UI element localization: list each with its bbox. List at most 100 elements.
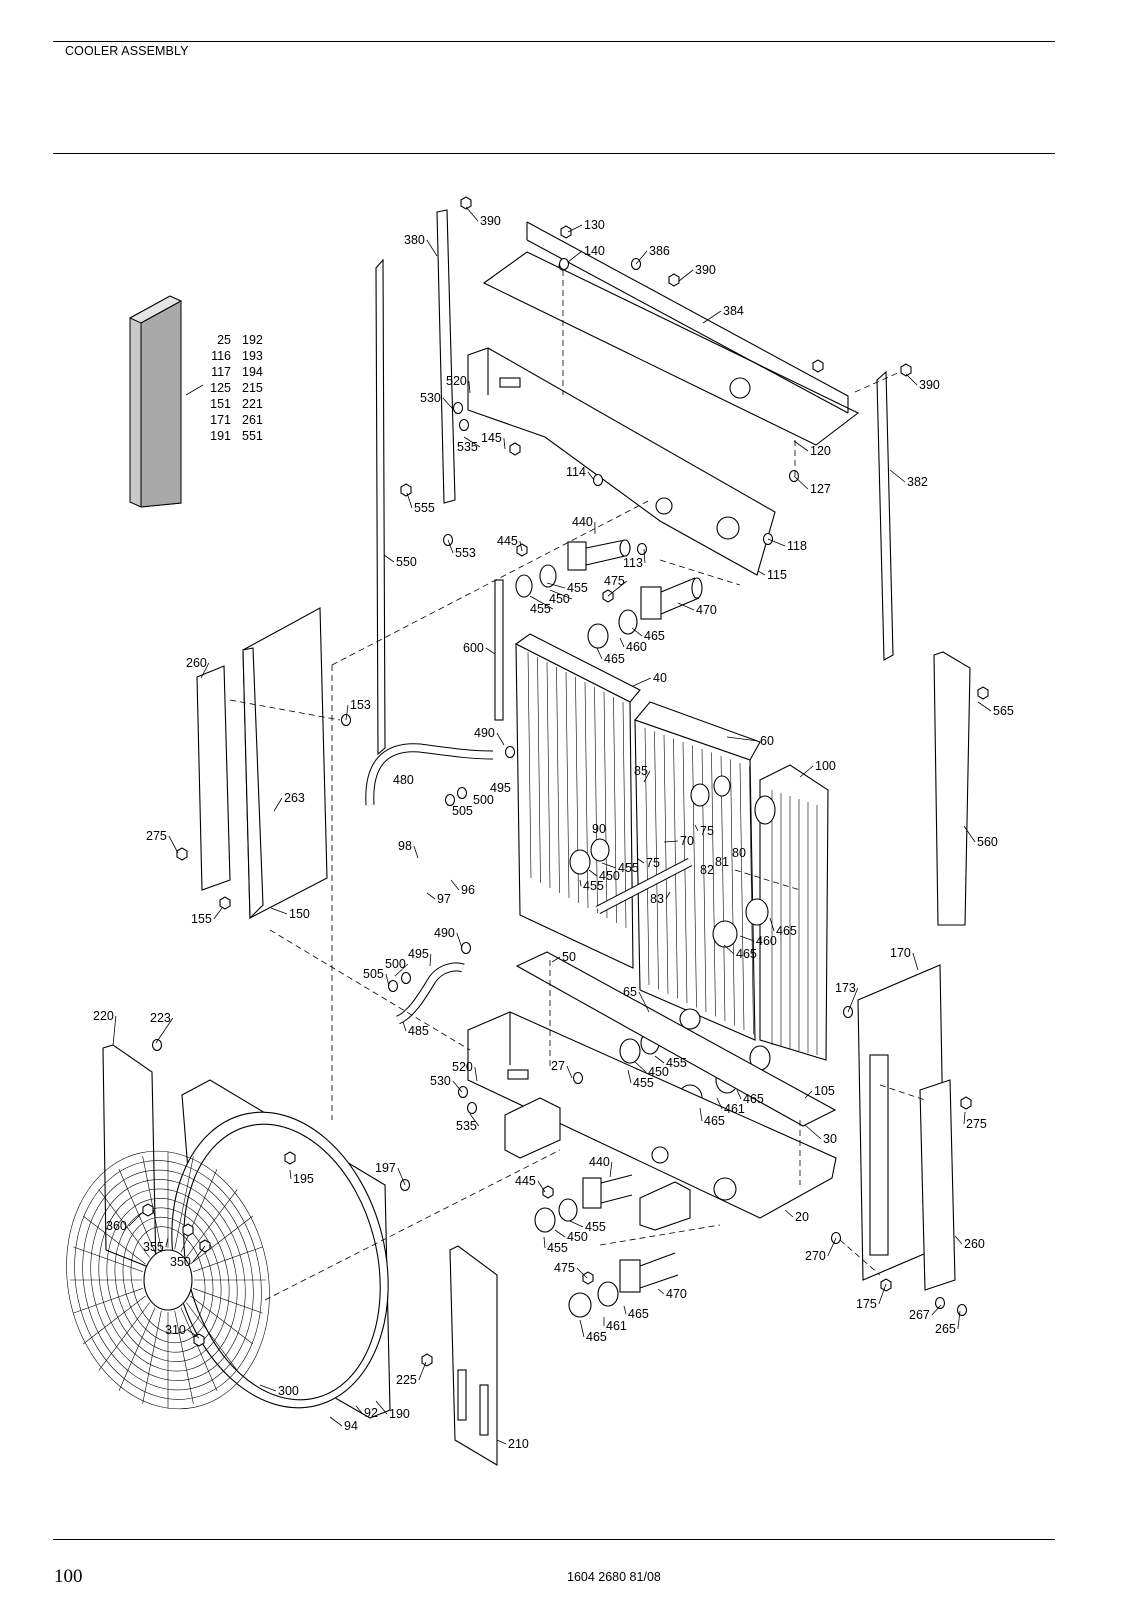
bolt-icon xyxy=(284,1151,296,1165)
fin-line xyxy=(682,741,688,1004)
leader-line xyxy=(609,1161,613,1178)
callout-label: 85 xyxy=(634,764,648,778)
filter-kit-number: 215 xyxy=(242,381,263,395)
leader-line xyxy=(963,825,976,843)
callout-label: 210 xyxy=(508,1437,529,1451)
callout-label: 118 xyxy=(787,539,807,553)
callout-label: 65 xyxy=(623,985,637,999)
fin-line xyxy=(537,656,541,884)
fin-line xyxy=(546,661,551,889)
strip-part-600 xyxy=(494,579,504,721)
callout-label: 384 xyxy=(723,304,744,318)
tube-part-83 xyxy=(595,858,693,914)
callout-label: 495 xyxy=(490,781,511,795)
fan-guard-ring xyxy=(90,1179,246,1381)
callout-label: 465 xyxy=(736,947,757,961)
leader-line xyxy=(543,1236,546,1249)
leader-line xyxy=(155,1017,174,1044)
leader-line xyxy=(793,440,809,452)
footer-rule xyxy=(53,1539,1055,1540)
filter-kit-part-list: 25 192 116 193 117 194 125 215 151 221 1… xyxy=(210,333,263,443)
bolt-icon xyxy=(142,1203,154,1217)
callout-label: 445 xyxy=(497,534,518,548)
callout-label: 225 xyxy=(396,1373,417,1387)
leader-line xyxy=(496,732,505,746)
filter-pad-part xyxy=(128,295,204,508)
leader-line xyxy=(799,765,814,778)
fin-line xyxy=(663,734,669,995)
leader-line xyxy=(931,1304,942,1316)
bolt-icon xyxy=(176,847,188,861)
filter-kit-number: 171 xyxy=(210,413,231,427)
leader-line xyxy=(654,1055,665,1064)
fin-line xyxy=(720,755,726,1022)
leader-line xyxy=(566,1065,573,1079)
leader-line xyxy=(804,1090,813,1099)
bolt-icon xyxy=(668,273,680,287)
callout-label: 175 xyxy=(856,1297,877,1311)
fin-line xyxy=(739,762,745,1031)
callout-label: 455 xyxy=(530,602,551,616)
pipe-part-480 xyxy=(365,743,494,806)
callout-label: 70 xyxy=(680,834,694,848)
leader-line xyxy=(397,1167,406,1186)
leader-line xyxy=(569,1220,584,1228)
leader-line xyxy=(413,845,419,859)
leader-line xyxy=(635,250,648,265)
washer-icon xyxy=(558,257,570,271)
bolt-icon xyxy=(460,196,472,210)
leader-line xyxy=(739,935,755,942)
fan-guard-spoke xyxy=(180,1169,218,1253)
fan-guard-spoke xyxy=(180,1307,218,1391)
filter-kit-number: 194 xyxy=(242,365,263,379)
callout-label: 500 xyxy=(473,793,494,807)
bolt-icon xyxy=(960,1096,972,1110)
leader-line xyxy=(165,1237,169,1248)
callout-label: 505 xyxy=(363,967,384,981)
callout-label: 465 xyxy=(644,629,665,643)
callout-label: 30 xyxy=(823,1132,837,1146)
fan-guard-spoke xyxy=(193,1287,263,1314)
callout-label: 386 xyxy=(649,244,670,258)
fan-guard-spoke xyxy=(193,1246,263,1273)
radiator-core-part-40 xyxy=(514,633,641,969)
callout-label: 560 xyxy=(977,835,998,849)
fan-guard-hub xyxy=(143,1249,193,1311)
washer-icon xyxy=(387,979,399,993)
leader-line xyxy=(643,770,651,783)
callout-label: 140 xyxy=(584,244,605,258)
washer-icon xyxy=(456,786,468,800)
washer-icon xyxy=(592,473,604,487)
leader-line xyxy=(576,1267,588,1279)
leader-line xyxy=(619,637,625,648)
leader-line xyxy=(643,548,646,564)
leader-line xyxy=(726,736,759,742)
bolt-icon xyxy=(582,1271,594,1285)
callout-label: 260 xyxy=(964,1237,985,1251)
fan-shroud-part-190 xyxy=(171,1079,391,1419)
leader-line xyxy=(579,1319,585,1338)
leader-line xyxy=(554,1229,566,1238)
callout-label: 127 xyxy=(810,482,831,496)
support-bracket-part xyxy=(504,1097,691,1231)
filter-kit-number: 192 xyxy=(242,333,263,347)
washer-icon xyxy=(151,1038,163,1052)
bolt-icon xyxy=(560,225,572,239)
leader-line xyxy=(383,554,395,563)
leader-line xyxy=(627,1069,632,1084)
fin-line xyxy=(556,666,560,894)
leader-line xyxy=(468,380,471,394)
washer-icon xyxy=(466,1101,478,1115)
bolt-icon xyxy=(542,1185,554,1199)
callout-label: 535 xyxy=(456,1119,477,1133)
washer-icon xyxy=(457,1085,469,1099)
callout-label: 75 xyxy=(700,824,714,838)
callout-label: 190 xyxy=(389,1407,410,1421)
fan-guard-spoke xyxy=(186,1189,238,1258)
hose-group-middle xyxy=(569,775,769,1030)
bolt-icon xyxy=(400,483,412,497)
page-number: 100 xyxy=(54,1566,83,1587)
callout-label: 455 xyxy=(618,861,639,875)
leader-line xyxy=(549,589,573,600)
